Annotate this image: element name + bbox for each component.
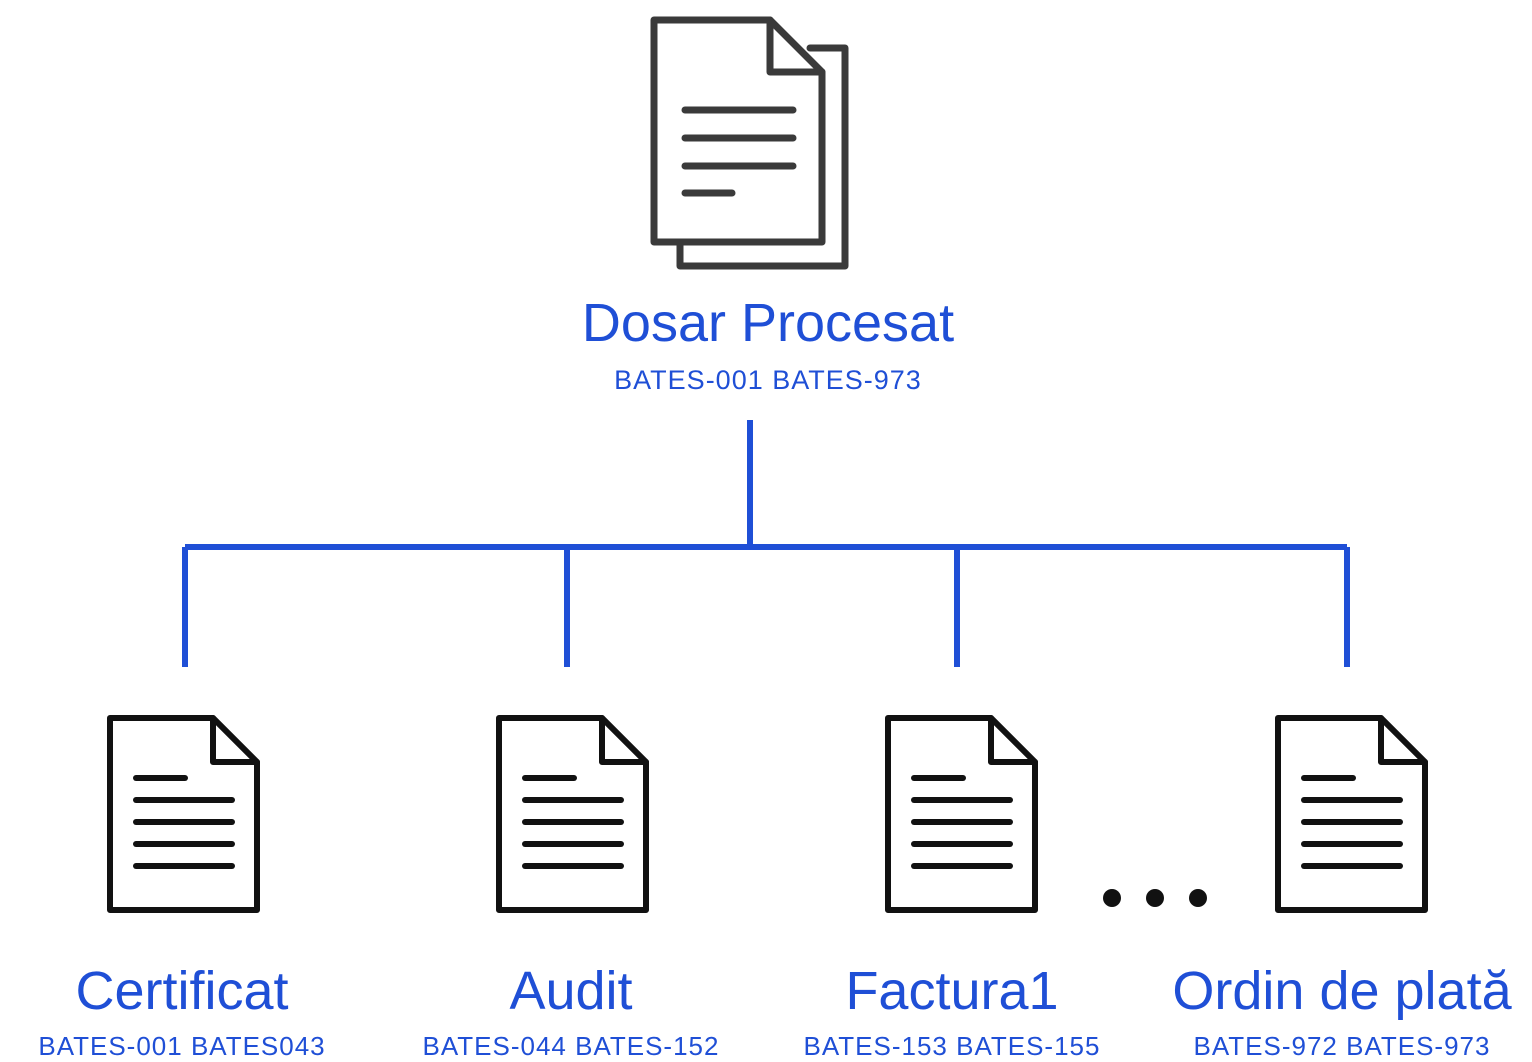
child-title-factura1: Factura1 <box>845 961 1059 1021</box>
ellipsis-icon <box>1103 889 1207 907</box>
document-icon <box>107 715 260 913</box>
connector-lines <box>182 420 1350 667</box>
child-title-ordin-de-plata: Ordin de plată <box>1172 961 1512 1021</box>
child-range-audit: BATES-044 BATES-152 <box>422 1031 720 1061</box>
documents-stack-icon <box>650 16 849 270</box>
child-range-factura1: BATES-153 BATES-155 <box>803 1031 1101 1061</box>
root-range: BATES-001 BATES-973 <box>614 365 922 395</box>
child-title-audit: Audit <box>509 961 633 1021</box>
document-icon <box>496 715 649 913</box>
child-range-ordin-de-plata: BATES-972 BATES-973 <box>1193 1031 1491 1061</box>
child-range-certificat: BATES-001 BATES043 <box>38 1031 326 1061</box>
document-icon <box>885 715 1038 913</box>
child-title-certificat: Certificat <box>75 961 289 1021</box>
document-icon <box>1275 715 1428 913</box>
root-title: Dosar Procesat <box>581 293 955 353</box>
